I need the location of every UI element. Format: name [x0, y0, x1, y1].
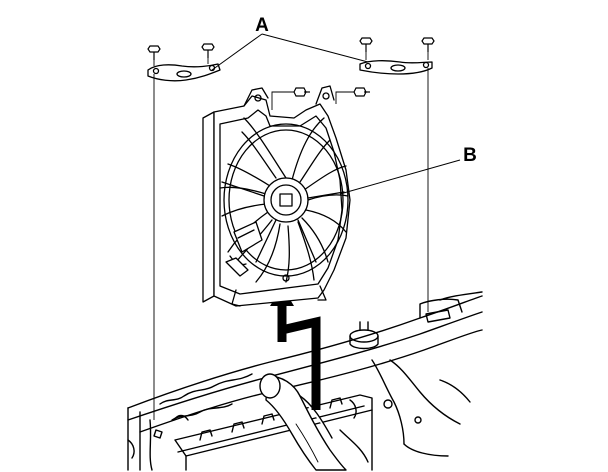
callout-leaders	[211, 33, 461, 195]
alignment-lines	[153, 52, 429, 420]
bracket-icon	[147, 60, 433, 82]
callout-b-label: B	[463, 145, 477, 166]
fan-shroud-icon	[202, 85, 351, 307]
hose-icon	[259, 373, 347, 471]
radiator-support-icon	[127, 291, 483, 471]
clip-leader-lines	[271, 91, 354, 110]
callout-a-label: A	[255, 15, 269, 36]
bolt-icon	[147, 37, 435, 60]
